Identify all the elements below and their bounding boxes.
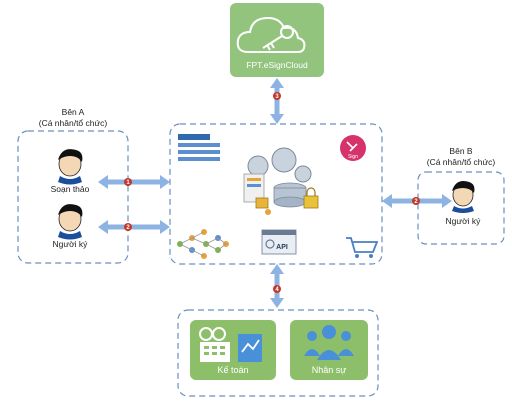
- person-icon-drafter: [58, 149, 83, 185]
- badge-2b-text: 2: [414, 199, 418, 205]
- cloud-box: [230, 3, 324, 77]
- hr-icon: [304, 325, 354, 360]
- person-icon-signer-a: [58, 204, 83, 240]
- badge-2-b: 2: [412, 197, 420, 205]
- party-b-title: Bên B: [449, 146, 473, 156]
- key-icon: [262, 25, 294, 51]
- cart-icon: [346, 237, 379, 258]
- accounting-icon: [199, 327, 262, 362]
- party-b-subtitle: (Cá nhân/tổ chức): [426, 157, 496, 167]
- badge-2a-text: 2: [126, 225, 130, 231]
- workflow-icon: [177, 229, 229, 259]
- badge-1: 1: [124, 178, 132, 186]
- document-list-icon: [178, 134, 220, 161]
- server-gears-icon: [243, 147, 319, 215]
- person-icon-signer-b: [452, 181, 475, 213]
- arrow-drafter-system: [98, 175, 170, 189]
- sign-badge-text: Sign: [348, 154, 358, 160]
- badge-4: 4: [273, 285, 281, 293]
- departments-box: [177, 309, 379, 397]
- sign-icon: Sign: [340, 135, 366, 161]
- role-drafter: Soạn thảo: [50, 184, 90, 194]
- party-a-subtitle: (Cá nhân/tổ chức): [38, 118, 108, 128]
- cloud-label: FPT.eSignCloud: [246, 60, 308, 70]
- dept-accounting-label: Kế toán: [217, 365, 249, 375]
- badge-2-a: 2: [124, 223, 132, 231]
- role-signer-a: Người ký: [52, 239, 88, 249]
- party-a-box: [17, 130, 129, 264]
- badge-3: 3: [273, 92, 281, 100]
- system-box: [169, 123, 383, 265]
- party-b-box: [417, 171, 505, 245]
- badge-1-text: 1: [126, 180, 130, 186]
- badge-3-text: 3: [275, 94, 279, 100]
- dept-hr-label: Nhân sự: [311, 365, 347, 375]
- api-text: API: [276, 244, 288, 251]
- arrow-signer-a-system: [98, 220, 170, 234]
- role-signer-b: Người ký: [445, 216, 481, 226]
- arrow-cloud-system: [270, 78, 284, 124]
- badge-4-text: 4: [275, 287, 279, 293]
- party-a-title: Bên A: [61, 107, 85, 117]
- api-icon: API: [261, 229, 297, 255]
- cloud-icon: [236, 16, 306, 53]
